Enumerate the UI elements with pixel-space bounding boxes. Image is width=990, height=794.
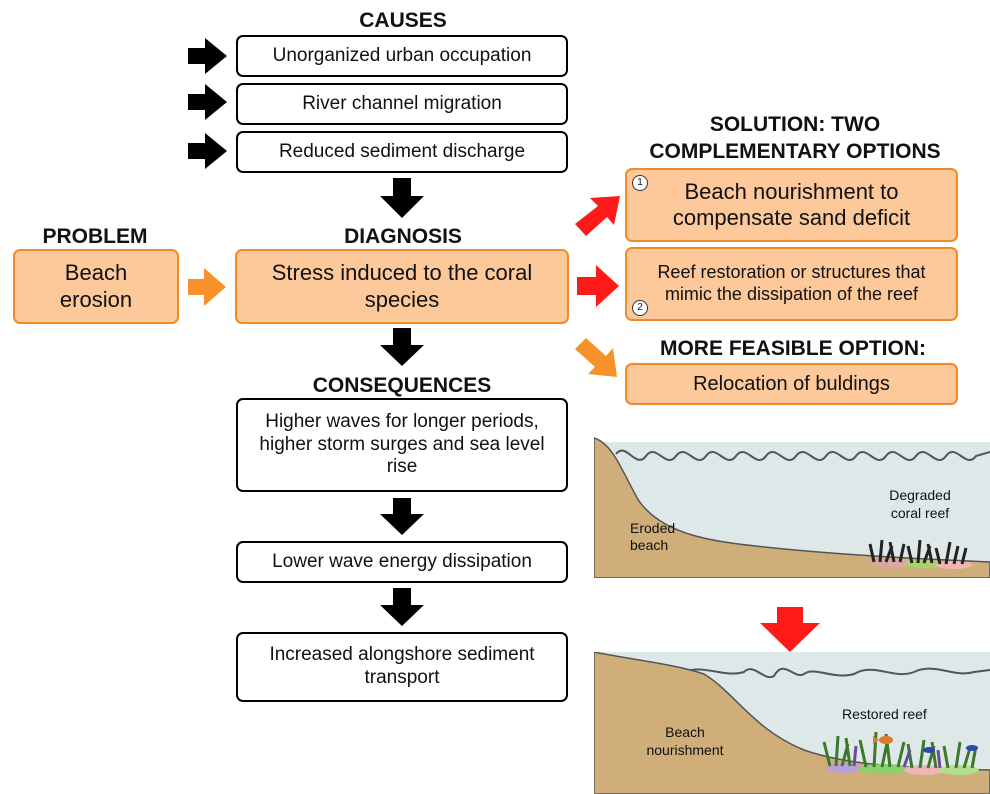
causes-header: CAUSES (359, 9, 447, 32)
consequence-box-2: Lower wave energy dissipation (236, 541, 568, 583)
cause-text-2: River channel migration (302, 92, 502, 114)
diagnosis-box: Stress induced to the coral species (235, 249, 569, 324)
problem-text: Beach erosion (59, 260, 133, 312)
diagnosis-text: Stress induced to the coral species (271, 260, 533, 312)
cause-text-3: Reduced sediment discharge (278, 140, 526, 162)
solution-text-1: Beach nourishment to compensate sand def… (672, 178, 911, 230)
degraded-reef-illustration (594, 436, 990, 578)
restored-reef-text: Restored reef (842, 706, 927, 722)
illustration-red-arrow (760, 607, 820, 652)
cause-text-1: Unorganized urban occupation (272, 44, 532, 66)
down-arrow-cons-2 (380, 588, 424, 626)
sand-top (594, 437, 990, 578)
consequence-box-3: Increased alongshore sediment transport (236, 632, 568, 702)
restored-reef-illustration (594, 652, 990, 794)
solution-text-2: Reef restoration or structures that mimi… (657, 262, 926, 304)
solution-header: SOLUTION: TWO COMPLEMENTARY OPTIONS (649, 113, 941, 163)
beach-nourishment-text: Beach nourishment (646, 724, 724, 758)
wave-line-top (615, 449, 990, 462)
cause-arrow-2 (188, 84, 227, 120)
down-arrow-diagnosis-consequences (380, 328, 424, 366)
solution-1-arrow (575, 196, 620, 236)
problem-box: Beach erosion (13, 249, 179, 324)
down-arrow-causes-diagnosis (380, 178, 424, 218)
consequence-text-3: Increased alongshore sediment transport (269, 644, 535, 688)
cause-box-1: Unorganized urban occupation (236, 35, 568, 77)
degraded-corals (868, 539, 972, 569)
diagnosis-header: DIAGNOSIS (344, 225, 462, 248)
solution-number-1: 1 (632, 175, 648, 191)
consequence-text-1: Higher waves for longer periods, higher … (259, 410, 545, 478)
solution-number-2: 2 (632, 300, 648, 316)
consequences-header: CONSEQUENCES (312, 374, 492, 397)
solution-2-arrow (577, 265, 619, 307)
beach-nourishment-label: Beach nourishment (638, 724, 732, 759)
eroded-beach-label: Eroded beach (630, 520, 690, 554)
consequence-box-1: Higher waves for longer periods, higher … (236, 398, 568, 492)
down-arrow-cons-1 (380, 498, 424, 535)
restored-reef-label: Restored reef (842, 706, 927, 722)
cause-box-3: Reduced sediment discharge (236, 131, 568, 173)
feasible-box: Relocation of buldings (625, 363, 958, 405)
feasible-header: MORE FEASIBLE OPTION: (659, 337, 926, 360)
problem-header: PROBLEM (42, 225, 148, 248)
cause-box-2: River channel migration (236, 83, 568, 125)
problem-to-diagnosis-arrow (188, 268, 226, 306)
solution-box-1: 1 Beach nourishment to compensate sand d… (625, 168, 958, 242)
consequence-text-2: Lower wave energy dissipation (272, 550, 532, 572)
degraded-reef-text: Degraded coral reef (889, 487, 951, 521)
restored-corals (822, 731, 979, 775)
cause-arrow-1 (188, 38, 227, 74)
feasible-arrow (575, 338, 617, 377)
eroded-beach-text: Eroded beach (630, 520, 676, 553)
degraded-reef-label: Degraded coral reef (880, 487, 960, 522)
wave-line-bottom (683, 667, 990, 679)
solution-box-2: 2 Reef restoration or structures that mi… (625, 247, 958, 321)
feasible-text: Relocation of buldings (693, 373, 890, 395)
cause-arrow-3 (188, 133, 227, 169)
